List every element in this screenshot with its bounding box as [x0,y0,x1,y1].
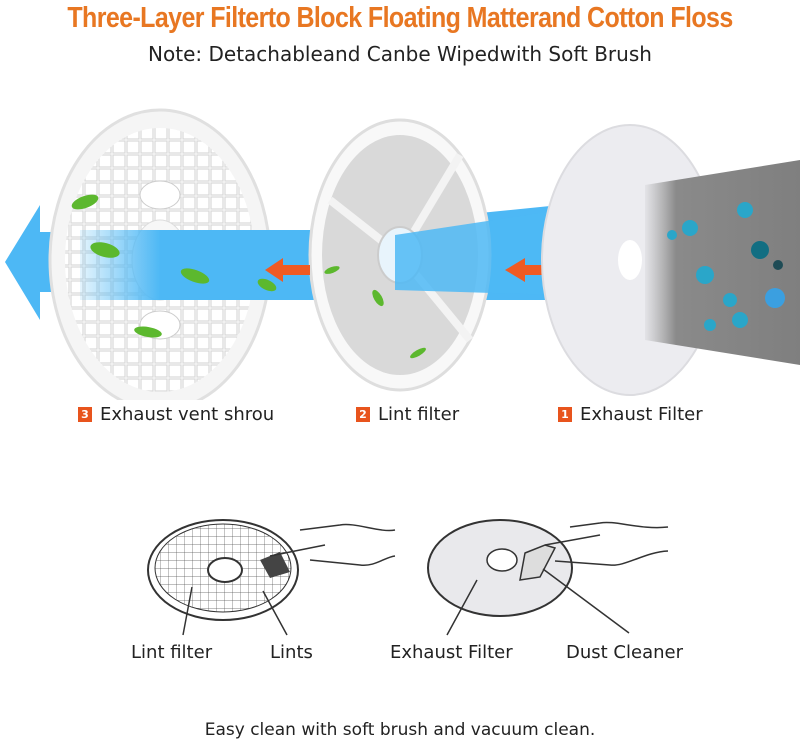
layer-number-badge: 2 [356,407,370,422]
layer-caption-3: 3 Exhaust vent shrou [78,404,274,425]
cleaning-label-exhaust-filter: Exhaust Filter [390,642,513,663]
layer-caption-1: 1 Exhaust Filter [558,404,703,425]
cleaning-label-lints: Lints [270,642,313,663]
layer-number-badge: 3 [78,407,92,422]
cleaning-label-dust-cleaner: Dust Cleaner [566,642,683,663]
footer-note: Easy clean with soft brush and vacuum cl… [204,720,596,740]
leaf-particles [71,194,426,359]
flow-arrow-2 [505,258,550,282]
cleaning-illustration [147,519,669,636]
page-subtitle: Note: Detachableand Canbe Wipedwith Soft… [148,42,652,66]
layer-label: Exhaust vent shrou [100,404,275,425]
layer-number-badge: 1 [558,407,572,422]
dust-particles [667,202,785,331]
page-title: Three-Layer Filterto Block Floating Matt… [67,1,733,35]
layer-label: Exhaust Filter [580,404,703,425]
filter-layers-illustration [5,108,800,400]
dust-chamber [645,160,800,365]
exhaust-filter-sketch [427,519,669,636]
layer-label: Lint filter [378,404,460,425]
cleaning-label-lint-filter: Lint filter [131,642,213,663]
lint-filter-sketch [147,519,396,636]
flow-arrow-1 [265,258,310,282]
layer-caption-2: 2 Lint filter [356,404,459,425]
